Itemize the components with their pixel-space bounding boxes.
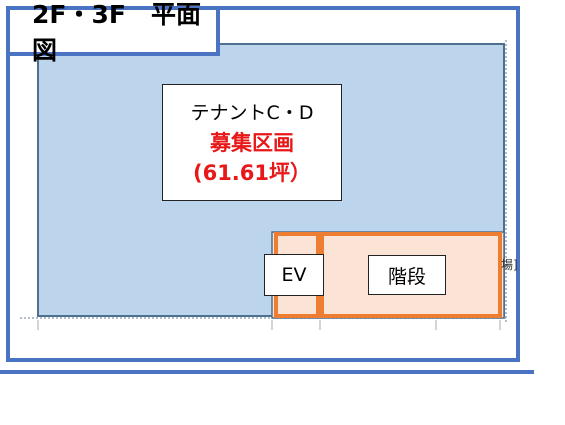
stairs-label: 階段 xyxy=(368,255,446,295)
tenant-name: テナントC・D xyxy=(190,101,314,124)
bottom-rule xyxy=(0,370,534,374)
edge-text: 場] xyxy=(501,258,518,272)
tenant-area-size: (61.61坪） xyxy=(192,160,312,185)
page-title: 2F・3F 平面図 xyxy=(6,0,220,65)
tenant-label-box: テナントC・D 募集区画 (61.61坪） xyxy=(162,84,342,201)
elevator-label: EV xyxy=(264,254,324,296)
tenant-status: 募集区画 xyxy=(210,130,294,155)
